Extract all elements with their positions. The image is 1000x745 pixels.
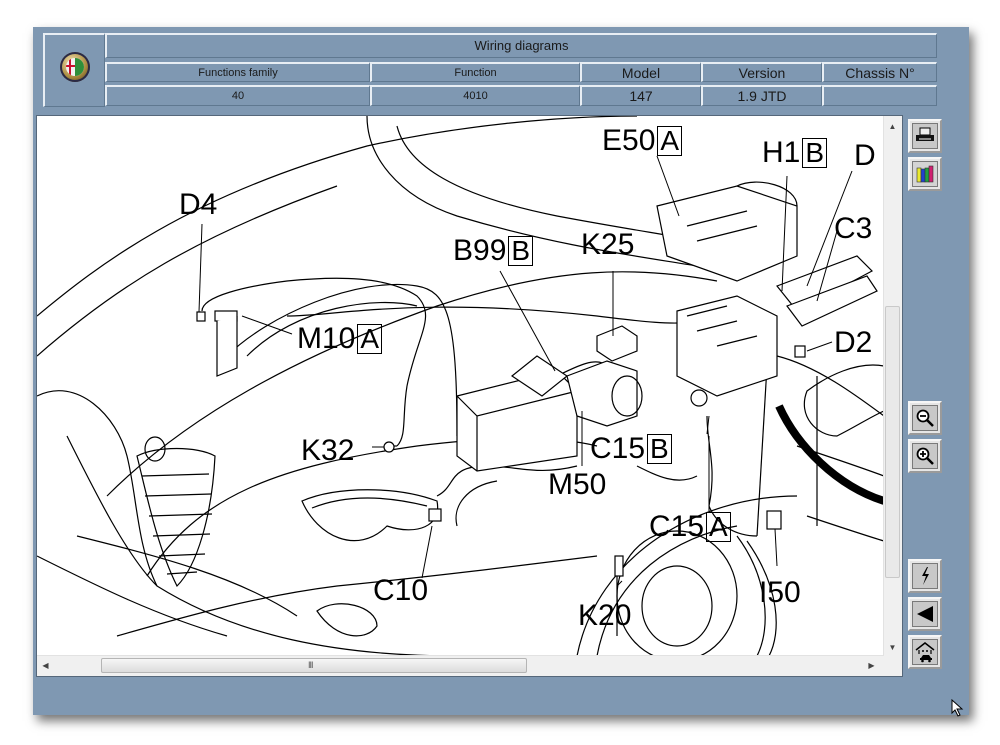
page-title: Wiring diagrams xyxy=(105,33,937,58)
callout-D4[interactable]: D4 xyxy=(179,188,218,221)
function-value: 4010 xyxy=(370,85,580,106)
chassis-value xyxy=(822,85,937,106)
zoom-in-button[interactable] xyxy=(908,439,942,473)
model-value: 147 xyxy=(580,85,701,106)
horizontal-scrollbar[interactable]: ◀ III ▶ xyxy=(37,655,884,676)
callout-I50[interactable]: I50 xyxy=(759,576,801,609)
vertical-scroll-thumb[interactable] xyxy=(885,306,900,578)
callout-D2[interactable]: D2 xyxy=(834,326,873,359)
scroll-up-arrow-icon[interactable]: ▲ xyxy=(888,122,897,131)
callout-K32[interactable]: K32 xyxy=(301,434,355,467)
callout-K25[interactable]: K25 xyxy=(581,228,635,261)
logo-cell xyxy=(43,33,105,107)
callout-C3[interactable]: C3 xyxy=(834,212,873,245)
lightning-icon xyxy=(912,563,938,589)
wiring-diagram-window: Wiring diagrams Functions family Functio… xyxy=(33,27,969,717)
zoom-out-button[interactable] xyxy=(908,401,942,435)
callout-M50[interactable]: M50 xyxy=(548,468,607,501)
car-line-drawing xyxy=(37,116,884,658)
scroll-right-arrow-icon[interactable]: ▶ xyxy=(868,661,875,670)
home-car-icon xyxy=(912,639,938,665)
version-label: Version xyxy=(701,62,822,82)
books-icon xyxy=(912,161,938,187)
zoom-in-icon xyxy=(912,443,938,469)
chassis-label: Chassis N° xyxy=(822,62,937,82)
mouse-cursor-icon xyxy=(951,699,964,717)
home-button[interactable] xyxy=(908,635,942,669)
back-button[interactable] xyxy=(908,597,942,631)
print-button[interactable] xyxy=(908,119,942,153)
function-label: Function xyxy=(370,62,580,82)
scroll-down-arrow-icon[interactable]: ▼ xyxy=(888,643,897,652)
callout-C10[interactable]: C10 xyxy=(373,574,429,607)
scrollbar-corner xyxy=(884,656,902,676)
scroll-left-arrow-icon[interactable]: ◀ xyxy=(42,661,49,670)
library-button[interactable] xyxy=(908,157,942,191)
zoom-out-icon xyxy=(912,405,938,431)
horizontal-scroll-thumb[interactable]: III xyxy=(101,658,527,673)
electrical-button[interactable] xyxy=(908,559,942,593)
functions-family-value: 40 xyxy=(105,85,370,106)
alfa-romeo-logo-icon xyxy=(60,52,90,82)
back-arrow-icon xyxy=(912,601,938,627)
functions-family-label: Functions family xyxy=(105,62,370,82)
model-label: Model xyxy=(580,62,701,82)
callout-D[interactable]: D xyxy=(854,139,876,172)
version-value: 1.9 JTD xyxy=(701,85,822,106)
callout-K20[interactable]: K20 xyxy=(578,599,632,632)
printer-icon xyxy=(912,123,938,149)
scroll-grip: III xyxy=(308,660,313,670)
vertical-scrollbar[interactable]: ▲ ▼ xyxy=(883,116,902,658)
